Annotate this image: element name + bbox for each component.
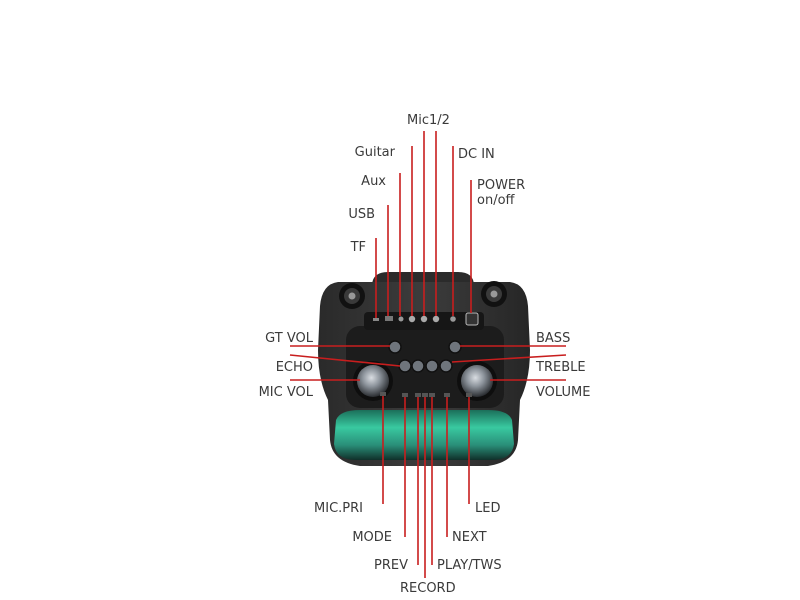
label-playtws: PLAY/TWS [437,558,502,573]
label-volume: VOLUME [536,385,590,400]
port-jacks [373,312,479,326]
carry-handle [372,272,474,300]
play-tws-button [429,393,435,397]
label-gtvol: GT VOL [265,331,314,346]
dc-in-jack [450,316,456,322]
label-bass: BASS [536,331,570,346]
guitar-jack [408,315,416,323]
label-next: NEXT [452,530,487,545]
label-led: LED [475,501,500,516]
mode-button [402,393,408,397]
mic1-jack [420,315,428,323]
label-echo: ECHO [276,360,313,375]
treble-leader [451,354,567,363]
right-tweeter [481,281,507,307]
treble-knob [439,359,453,373]
labels: Mic1/2 Guitar DC IN Aux POWER on/off USB… [259,113,591,596]
button-row [380,392,472,397]
mic-pri-button [380,392,386,396]
mic2-jack [432,315,440,323]
center-knob-1 [411,359,425,373]
label-power: POWER [477,178,525,193]
label-treble: TREBLE [535,360,586,375]
bass-knob [448,340,462,354]
gt-vol-knob [388,340,402,354]
label-tf: TF [350,240,366,255]
led-button [466,393,472,397]
usb-port [385,316,393,321]
label-micpri: MIC.PRI [314,501,363,516]
power-switch [465,312,479,326]
next-button [444,393,450,397]
label-power-onoff: on/off [477,193,516,208]
echo-leader [289,354,401,367]
label-prev: PREV [374,558,408,573]
small-knobs [388,340,462,373]
record-button [422,393,428,397]
prev-button [415,393,421,397]
led-light-window [334,410,514,460]
label-micvol: MIC VOL [259,385,314,400]
label-usb: USB [348,207,375,222]
leader-lines [289,131,567,578]
label-aux: Aux [361,174,386,189]
center-knob-2 [425,359,439,373]
left-tweeter [339,283,365,309]
label-dcin: DC IN [458,147,495,162]
label-guitar: Guitar [355,145,396,160]
label-record: RECORD [400,581,456,596]
volume-knob [457,361,497,401]
aux-jack [398,316,404,322]
label-mode: MODE [352,530,392,545]
label-mic12: Mic1/2 [407,113,450,128]
mic-vol-knob [353,361,393,401]
echo-knob [398,359,412,373]
tf-slot [373,318,379,321]
